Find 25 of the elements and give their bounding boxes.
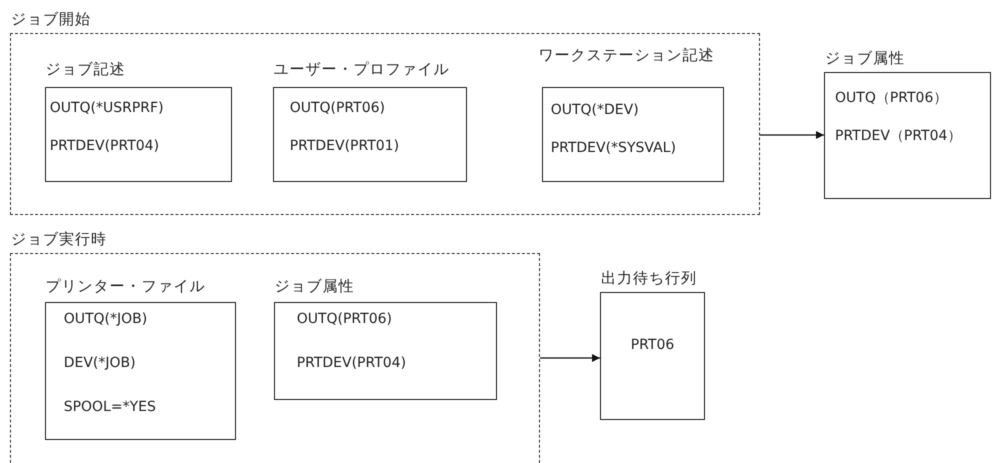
box-title: ジョブ開始 xyxy=(11,10,91,29)
setting-text: PRTDEV(PRT01) xyxy=(290,138,400,154)
setting-text: PRTDEV(*SYSVAL) xyxy=(550,140,676,156)
setting-text: PRTDEV(PRT04) xyxy=(296,354,406,371)
setting-text: SPOOL=*YES xyxy=(64,398,156,415)
box-title: ワークステーション記述 xyxy=(538,46,715,65)
box-title: 出力待ち行列 xyxy=(601,269,697,288)
setting-text: OUTQ（PRT06） xyxy=(835,89,948,107)
setting-text: PRTDEV（PRT04） xyxy=(835,127,962,145)
arrow xyxy=(540,354,600,362)
setting-text: OUTQ(PRT06) xyxy=(296,310,392,327)
setting-text: OUTQ(PRT06) xyxy=(290,100,385,116)
box-title: ジョブ属性 xyxy=(825,49,905,68)
setting-text: OUTQ(*USRPRF) xyxy=(50,100,164,116)
box-title: ジョブ記述 xyxy=(46,60,126,79)
box-title: ジョブ実行時 xyxy=(11,230,107,249)
setting-text: DEV(*JOB) xyxy=(64,354,136,371)
box-title: ジョブ属性 xyxy=(274,276,355,296)
setting-text: PRTDEV(PRT04) xyxy=(50,138,160,154)
box-title: プリンター・ファイル xyxy=(46,276,206,296)
setting-text: OUTQ(*JOB) xyxy=(64,310,148,327)
arrow xyxy=(760,131,824,139)
box-title: ユーザー・プロファイル xyxy=(274,60,450,79)
setting-text: OUTQ(*DEV) xyxy=(550,102,639,118)
setting-text: PRT06 xyxy=(630,337,676,353)
